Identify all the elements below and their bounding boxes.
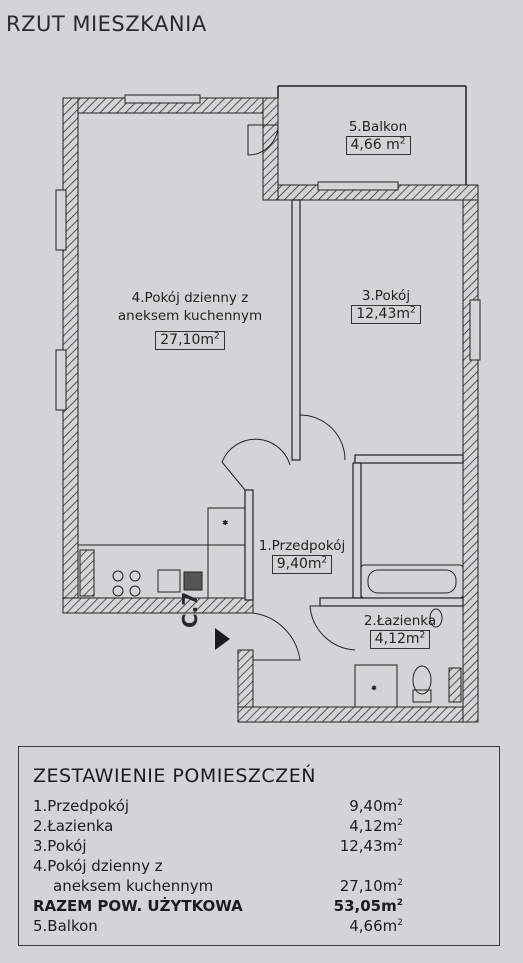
page-title: RZUT MIESZKANIA (6, 12, 207, 36)
room-pokoj: 3.Pokój 12,43m2 (336, 287, 436, 324)
summary-row: 3.Pokój 12,43m2 (33, 837, 403, 855)
floor-plan: * * (55, 85, 481, 723)
entrance-arrow (215, 628, 230, 650)
summary-row: 2.Łazienka 4,12m2 (33, 817, 403, 835)
exterior-walls (62, 97, 479, 723)
windows (55, 94, 481, 411)
svg-text:*: * (223, 520, 228, 530)
svg-text:*: * (372, 685, 376, 694)
room-balkon: 5.Balkon 4,66 m2 (338, 118, 418, 155)
summary-row: aneksem kuchennym 27,10m2 (53, 877, 403, 895)
summary-row-total: RAZEM POW. UŻYTKOWA 53,05m2 (33, 897, 403, 915)
kitchen-fixtures: * (77, 507, 246, 599)
summary-row: 4.Pokój dzienny z (33, 857, 163, 875)
summary-row: 5.Balkon 4,66m2 (33, 917, 403, 935)
room-pokoj-dzienny: 4.Pokój dzienny z aneksem kuchennym 27,1… (117, 290, 263, 350)
room-przedpokoj: 1.Przedpokój 9,40m2 (258, 538, 346, 574)
door-swings (221, 124, 356, 661)
bathroom-fixtures: * (354, 564, 464, 708)
room-pokoj-dzienny-area: 27,10m2 (155, 331, 225, 350)
balcony-outline (277, 85, 467, 185)
summary-table: ZESTAWIENIE POMIESZCZEŃ 1.Przedpokój 9,4… (18, 746, 500, 946)
room-balkon-area: 4,66 m2 (345, 136, 411, 155)
room-lazienka-area: 4,12m2 (369, 630, 431, 649)
room-przedpokoj-area: 9,40m2 (271, 555, 333, 574)
room-lazienka: 2.Łazienka 4,12m2 (363, 613, 437, 649)
summary-title: ZESTAWIENIE POMIESZCZEŃ (33, 765, 316, 787)
interior-walls (244, 199, 464, 607)
room-pokoj-area: 12,43m2 (351, 305, 421, 324)
summary-row: 1.Przedpokój 9,40m2 (33, 797, 403, 815)
orientation-label: C.7 (178, 591, 202, 628)
